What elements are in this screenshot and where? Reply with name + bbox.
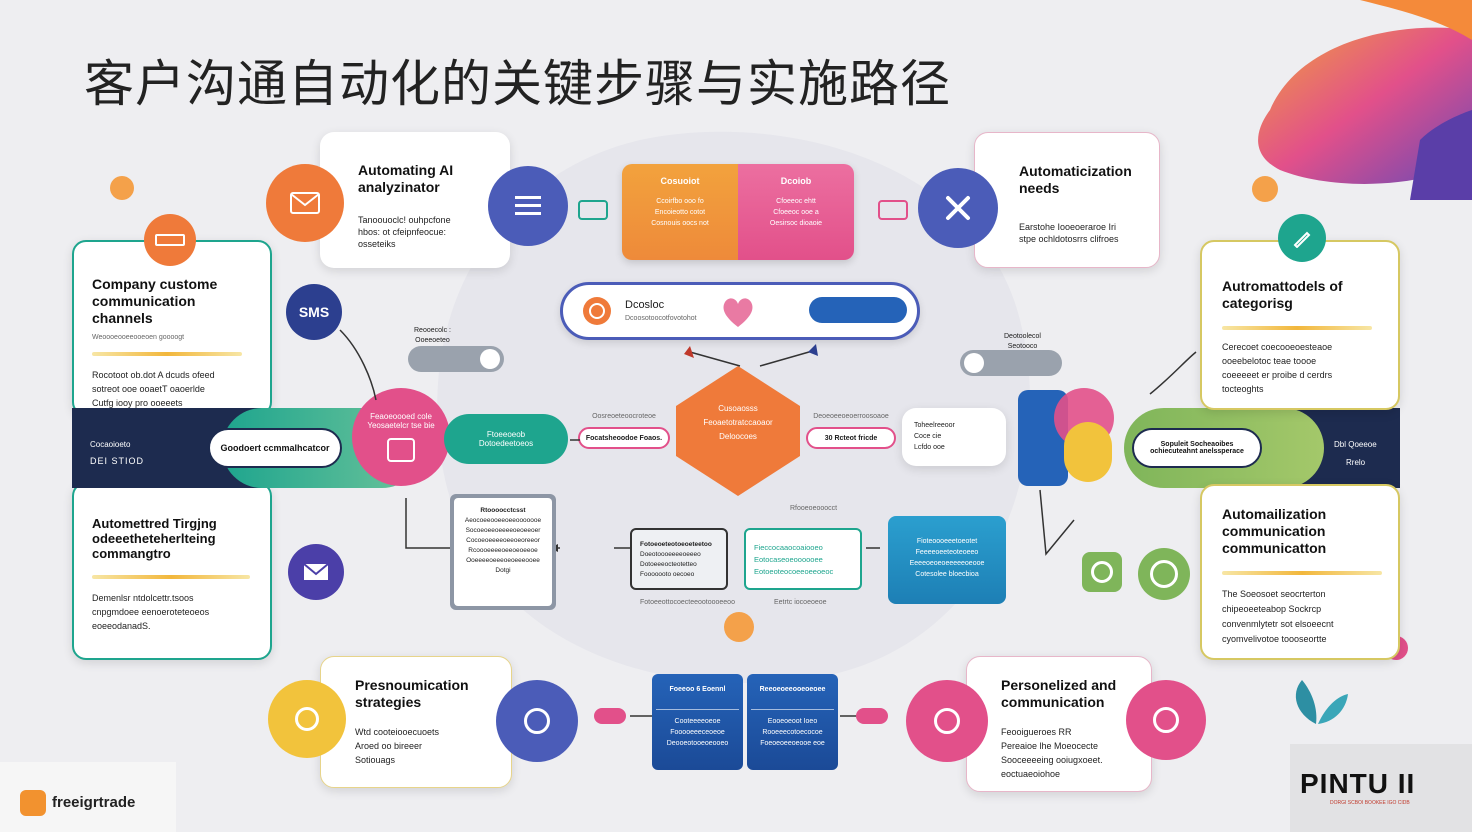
left-mini-label: Reooecolc : Ooeeoeteo: [414, 327, 451, 344]
doc-caption: Fotoeeottocoecteeootoooeeoo: [640, 599, 735, 606]
chat-icon[interactable]: [960, 350, 1062, 376]
list-icon[interactable]: [488, 166, 568, 246]
brand-name: PINTU II: [1300, 768, 1416, 799]
card-body: Feooigueroes RR Pereaioe lhe Moeocecte S…: [1001, 727, 1103, 779]
bottom-center-panel: Foeeoo 6 Eoennl Cooteeeeoeoe Fooooeeeceo…: [652, 674, 838, 770]
right-mini-label: Deotoolecol Seotooco: [1004, 333, 1041, 350]
card-title: Company custome communication channels: [92, 276, 218, 326]
teal-tag-left: [578, 200, 608, 220]
top-center-panel: Cosuoiot Ccoirfbo ooo fo Encoieotto coto…: [622, 164, 854, 260]
gear-icon: [583, 297, 611, 325]
center-left-note: Oosreoeteoocroteoe Focatsheoodoe Foaos.: [578, 412, 670, 449]
doc-panel-blue: Fioteoooeeetoeotet Feeeeoeeteoteoeeo Eee…: [888, 516, 1006, 604]
pink-tag-right: [878, 200, 908, 220]
card-title: Autromattodels of categorisg: [1222, 278, 1343, 311]
card-body: Rocotoot ob.dot A dcuds ofeed sotreot oo…: [92, 370, 215, 408]
pink-connector: [856, 708, 888, 724]
decorative-swirl: [1258, 0, 1472, 200]
top-right-card: Automaticization needs Earstohe Iooeoera…: [974, 132, 1160, 268]
left-card-1: Company custome communication channels W…: [72, 240, 272, 416]
card-title: Automailization communication communicat…: [1222, 506, 1327, 556]
band-pill[interactable]: Sopuleit Socheaoibes ochiecuteahnt anels…: [1132, 428, 1262, 468]
card-body: Tanoouoclc! ouhpcfone hbos: ot cfeipnfeo…: [358, 215, 451, 249]
card-body: Earstohe Iooeoeraroe Iri stpe ochldotosr…: [1019, 222, 1119, 244]
card-title: Presnoumication strategies: [355, 677, 469, 710]
mail-icon[interactable]: [288, 544, 344, 600]
chat-icon[interactable]: [408, 346, 504, 372]
divider: [92, 352, 242, 356]
search-sublabel: Dcoosotoocotfovotohot: [625, 315, 697, 322]
card-title: Automaticization needs: [1019, 163, 1132, 196]
divider: [92, 575, 250, 579]
doc-caption: Rfooeoeooocct: [790, 505, 838, 512]
leaf-decoration: [1295, 680, 1348, 724]
band-text: DEI STIOD: [90, 456, 145, 466]
chat-icon[interactable]: [1126, 680, 1206, 760]
brand-name: freeigrtrade: [52, 794, 136, 811]
pink-connector: [594, 708, 626, 724]
divider: [1222, 326, 1372, 330]
orange-dot: [110, 176, 134, 200]
sms-icon[interactable]: SMS: [286, 284, 342, 340]
divider: [1222, 571, 1382, 575]
doc-panel-mid: Fotoeoeteotoeoeteetoo Doeotoooeeeeoeeeo …: [630, 528, 728, 590]
doc-caption: Eetrtc iocoeoeoe: [774, 599, 827, 606]
doc-panel-teal: Fieccocaaocoaiooeo Eotocaseoeoooooee Eot…: [744, 528, 862, 590]
chat-icon[interactable]: [496, 680, 578, 762]
card-title: Personelized and communication: [1001, 677, 1117, 710]
orange-dot: [1252, 176, 1278, 202]
close-icon[interactable]: [918, 168, 998, 248]
brand-sub: DORGI SCBOI BOOKEE IGO CIDB: [1330, 800, 1410, 806]
logo-icon: [20, 790, 46, 816]
bag-icon[interactable]: Feaoeoooed cole Yeosaetelcr tse bie: [352, 388, 450, 486]
pen-icon: [1278, 214, 1326, 262]
envelope-icon[interactable]: [266, 164, 344, 242]
chat-icon[interactable]: [906, 680, 988, 762]
center-left-teal[interactable]: Ftoeeoeob Dotoedeetoeos: [444, 414, 568, 464]
speaker-icon: [1018, 388, 1118, 488]
band-pill[interactable]: Goodoert ccmmalhcatcor: [208, 428, 342, 468]
right-card-1: Autromattodels of categorisg Cerecoet co…: [1200, 240, 1400, 410]
card-body: The Soeosoet seocrterton chipeoeeteabop …: [1222, 589, 1334, 644]
chat-icon[interactable]: [1082, 552, 1122, 592]
card-body: Cerecoet coecooeoesteaoe ooeebelotoc tea…: [1222, 342, 1333, 394]
card-body: Demenlsr ntdolcettr.tsoos cnpgmdoee eeno…: [92, 593, 210, 631]
center-hexagon: [676, 366, 800, 496]
right-card-2: Automailization communication communicat…: [1200, 484, 1400, 660]
speaker-icon[interactable]: [1138, 548, 1190, 600]
card-body: Wtd cooteiooecuoets Aroed oo bireeer Sot…: [355, 727, 440, 765]
heart-icon: [719, 293, 757, 331]
bottom-left-card: Presnoumication strategies Wtd cooteiooe…: [320, 656, 512, 788]
bulb-icon[interactable]: [268, 680, 346, 758]
search-button[interactable]: [809, 297, 907, 323]
center-right-note: Deoeoeeoeoerroosoaoe 30 Rcteot fricde: [806, 412, 896, 449]
band-text: Rrelo: [1346, 458, 1366, 467]
center-hex-text: Cusoaosss Feoaetotratccaoaor Deloocoes: [703, 404, 773, 441]
pen-icon: [144, 214, 196, 266]
orange-dot: [724, 612, 754, 642]
band-text: Cocaoioeto: [90, 440, 131, 449]
doc-panel-left: Rtoooocctcsst Aeocoeeooeeoeeooooooe Soco…: [450, 494, 556, 610]
bottom-right-card: Personelized and communication Feooiguer…: [966, 656, 1152, 792]
search-label: Dcosloc: [625, 299, 665, 311]
left-card-2: Automettred Tirgjng odeeetheteherlteing …: [72, 482, 272, 660]
band-text: Dbl Qoeeoe: [1334, 440, 1377, 449]
center-right-white[interactable]: Toheelreeoor Coce cie Lcfdo ooe: [902, 408, 1006, 466]
search-bar[interactable]: Dcosloc Dcoosotoocotfovotohot: [560, 282, 920, 340]
top-left-card: Automating AI analyzinator Tanoouoclc! o…: [320, 132, 510, 268]
card-title: Automating AI analyzinator: [358, 162, 454, 195]
right-band: Sopuleit Socheaoibes ochiecuteahnt anels…: [1124, 408, 1400, 488]
card-subtitle: Weoooeooeeooeoen goooogt: [92, 334, 185, 341]
card-title: Automettred Tirgjng odeeetheteherlteing …: [92, 516, 217, 561]
brand-left: freeigrtrade: [0, 762, 176, 832]
brand-right: PINTU II DORGI SCBOI BOOKEE IGO CIDB: [1290, 744, 1472, 832]
page-title: 客户沟通自动化的关键步骤与实施路径: [84, 55, 951, 113]
